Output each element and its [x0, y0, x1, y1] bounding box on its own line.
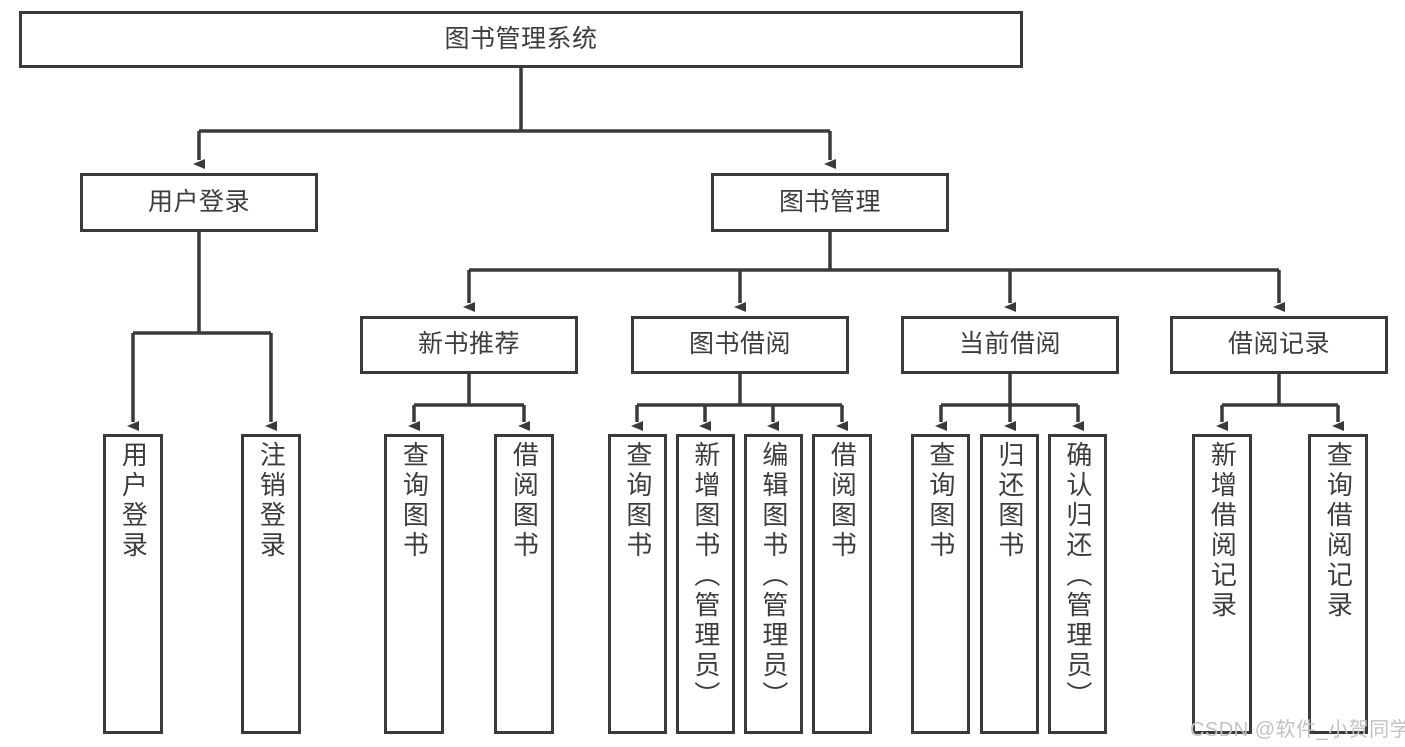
node-leaf-borrow-book-1[interactable]: 借阅图书	[494, 434, 554, 734]
node-leaf-add-book[interactable]: 新增图书（管理员）	[676, 434, 735, 734]
node-book-manage-label: 图书管理	[778, 187, 881, 216]
node-leaf-borrow-book-2[interactable]: 借阅图书	[812, 434, 872, 734]
node-leaf-confirm-return[interactable]: 确认归还（管理员）	[1048, 434, 1107, 734]
node-leaf-add-record-label: 新增借阅记录	[1207, 441, 1238, 621]
node-leaf-borrow-book-2-label: 借阅图书	[827, 441, 858, 561]
node-user-login-label: 用户登录	[147, 187, 250, 216]
node-leaf-query-book-2-label: 查询图书	[622, 441, 653, 561]
node-current-borrow[interactable]: 当前借阅	[901, 316, 1119, 374]
node-book-manage[interactable]: 图书管理	[711, 173, 949, 232]
node-user-login[interactable]: 用户登录	[80, 173, 318, 232]
node-leaf-borrow-book-1-label: 借阅图书	[509, 441, 540, 561]
node-leaf-user-logout[interactable]: 注销登录	[241, 434, 301, 734]
node-leaf-edit-book-label: 编辑图书（管理员）	[758, 441, 789, 711]
node-leaf-query-record[interactable]: 查询借阅记录	[1308, 434, 1368, 734]
node-leaf-add-record[interactable]: 新增借阅记录	[1192, 434, 1252, 734]
node-leaf-query-book-2[interactable]: 查询图书	[608, 434, 667, 734]
node-root[interactable]: 图书管理系统	[19, 11, 1023, 68]
node-leaf-query-record-label: 查询借阅记录	[1323, 441, 1354, 621]
node-leaf-query-book-3-label: 查询图书	[925, 441, 956, 561]
node-leaf-user-login-label: 用户登录	[118, 441, 149, 561]
node-leaf-add-book-label: 新增图书（管理员）	[690, 441, 721, 711]
node-root-label: 图书管理系统	[444, 24, 598, 53]
node-leaf-return-book[interactable]: 归还图书	[980, 434, 1039, 734]
node-leaf-user-login[interactable]: 用户登录	[103, 434, 163, 734]
node-leaf-query-book-3[interactable]: 查询图书	[911, 434, 970, 734]
node-current-borrow-label: 当前借阅	[958, 330, 1061, 359]
node-leaf-edit-book[interactable]: 编辑图书（管理员）	[744, 434, 803, 734]
node-borrow-record-label: 借阅记录	[1227, 330, 1330, 359]
node-leaf-confirm-return-label: 确认归还（管理员）	[1062, 441, 1093, 711]
node-borrow-record[interactable]: 借阅记录	[1170, 316, 1388, 374]
node-leaf-return-book-label: 归还图书	[994, 441, 1025, 561]
watermark: CSDN @软件_小贺同学	[1190, 719, 1405, 741]
node-book-borrow-label: 图书借阅	[688, 330, 791, 359]
node-book-borrow[interactable]: 图书借阅	[631, 316, 849, 374]
node-new-book-recommend-label: 新书推荐	[417, 330, 520, 359]
node-leaf-query-book-1[interactable]: 查询图书	[384, 434, 444, 734]
node-leaf-query-book-1-label: 查询图书	[399, 441, 430, 561]
node-new-book-recommend[interactable]: 新书推荐	[360, 316, 578, 374]
node-leaf-user-logout-label: 注销登录	[256, 441, 287, 561]
